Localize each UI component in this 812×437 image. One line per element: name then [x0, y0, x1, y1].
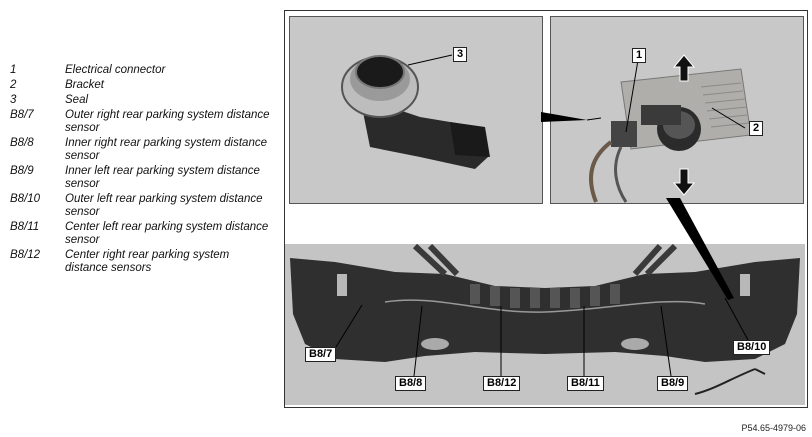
callout-1: 1 [632, 48, 647, 63]
legend-item: B8/12 Center right rear parking system di… [10, 249, 272, 275]
legend-code: 3 [10, 94, 17, 106]
legend-list: 1 Electrical connector 2 Bracket 3 Seal B8/… [10, 64, 272, 277]
legend-code: B8/9 [10, 165, 34, 177]
legend-item: 1 Electrical connector [10, 64, 272, 77]
callout-b8-10: B8/10 [733, 340, 771, 355]
legend-code: B8/10 [10, 193, 41, 205]
legend-code: 1 [10, 64, 17, 76]
legend-code: B8/12 [10, 249, 41, 261]
sensor-detail-photo [289, 16, 543, 204]
bracket-detail-photo [550, 16, 804, 204]
legend-text: Inner right rear parking system distance… [65, 137, 267, 162]
legend-text: Inner left rear parking system distance … [65, 165, 260, 190]
legend-text: Outer left rear parking system distance … [65, 193, 263, 218]
legend-item: B8/9 Inner left rear parking system dista… [10, 165, 272, 191]
legend-text: Outer right rear parking system distance… [65, 109, 270, 134]
figure-reference: P54.65-4979-06 [741, 423, 806, 433]
legend-text: Electrical connector [65, 64, 166, 76]
legend-item: B8/7 Outer right rear parking system dist… [10, 109, 272, 135]
callout-3: 3 [453, 47, 468, 62]
callout-b8-11: B8/11 [567, 376, 604, 391]
legend-item: B8/11 Center left rear parking system dis… [10, 221, 272, 247]
sensor-illustration [290, 17, 542, 203]
legend-item: B8/10 Outer left rear parking system dist… [10, 193, 272, 219]
legend-item: 3 Seal [10, 94, 272, 107]
legend-code: 2 [10, 79, 17, 91]
legend-code: B8/7 [10, 109, 34, 121]
legend-text: Center right rear parking system distanc… [65, 249, 230, 274]
callout-b8-7: B8/7 [305, 347, 337, 362]
legend-text: Seal [65, 94, 89, 106]
legend-code: B8/11 [10, 221, 40, 233]
callout-2: 2 [749, 121, 764, 136]
legend-item: B8/8 Inner right rear parking system dist… [10, 137, 272, 163]
legend-code: B8/8 [10, 137, 34, 149]
callout-b8-12: B8/12 [483, 376, 521, 391]
bracket-illustration [551, 17, 803, 203]
legend-text: Bracket [65, 79, 104, 91]
legend-text: Center left rear parking system distance… [65, 221, 269, 246]
callout-b8-8: B8/8 [395, 376, 427, 391]
legend-item: 2 Bracket [10, 79, 272, 92]
callout-b8-9: B8/9 [657, 376, 689, 391]
